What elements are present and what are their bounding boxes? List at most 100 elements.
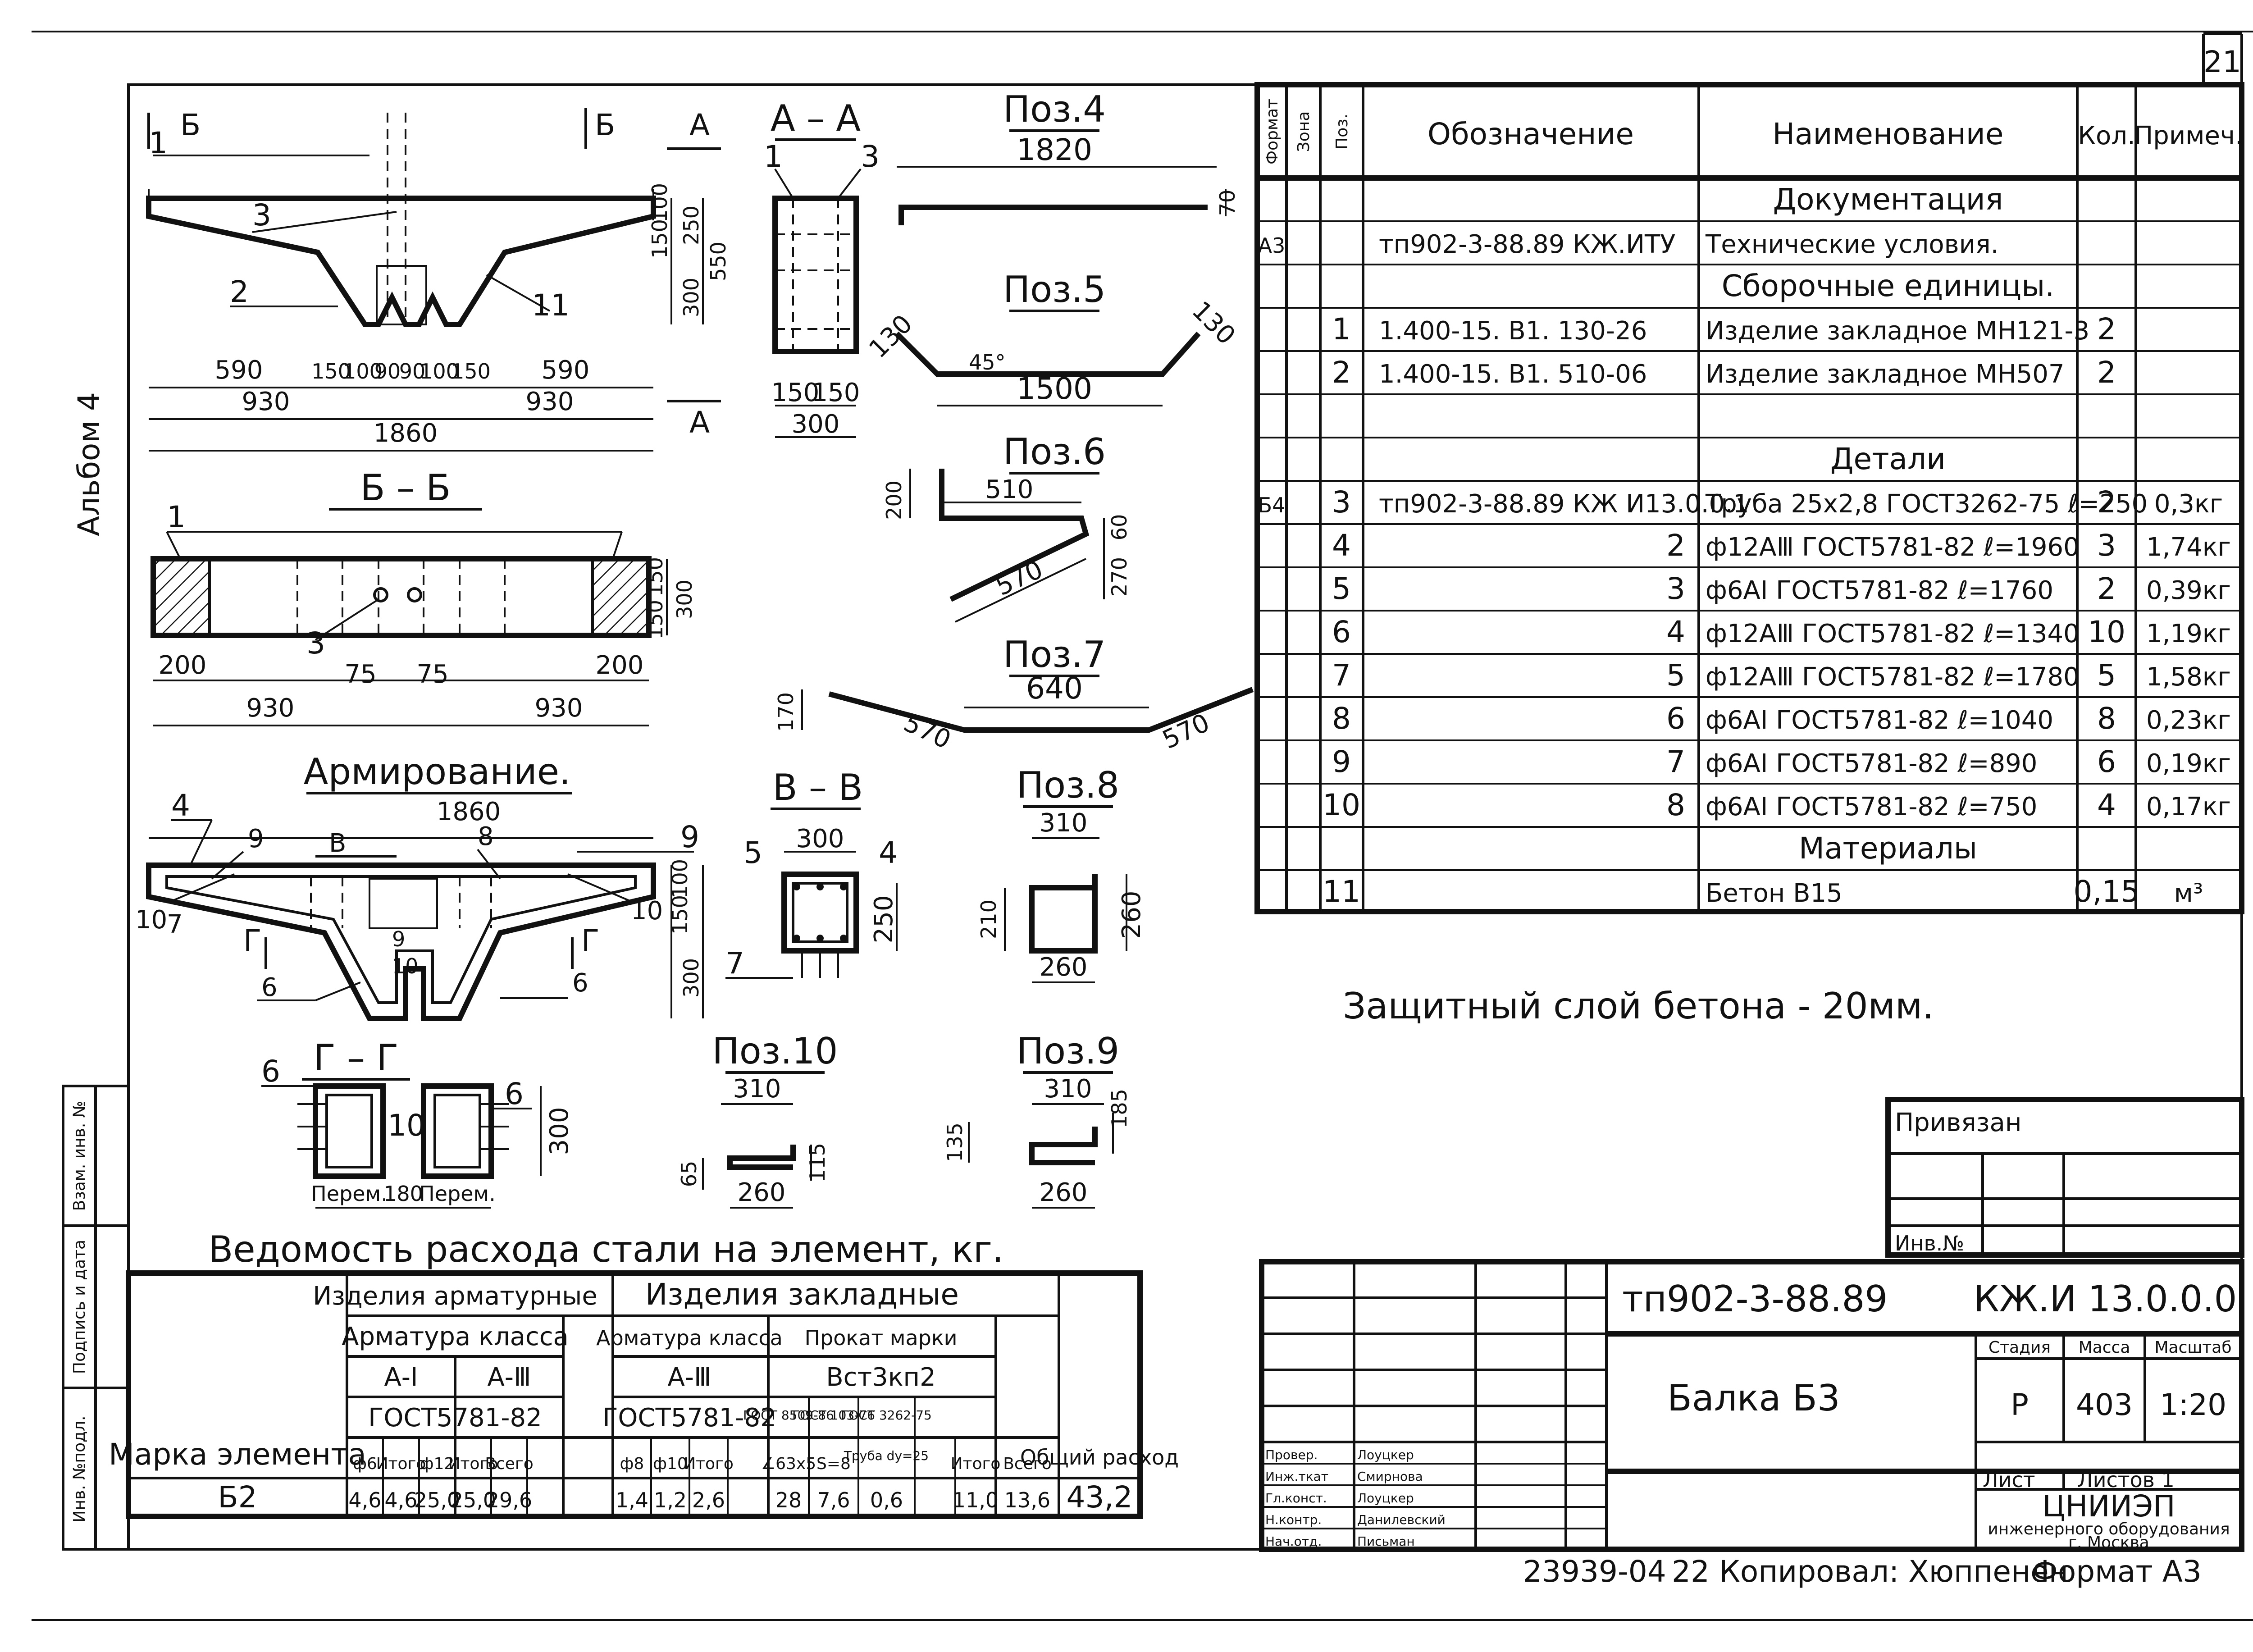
spec-row-note: 1,74кг [2146, 533, 2231, 562]
pos6-dim-60: 60 [1107, 514, 1131, 541]
section-bb-dim-150-top: 150 [643, 557, 667, 597]
steel-col-header: Итого [951, 1455, 1001, 1473]
page-number: 21 [2203, 45, 2241, 79]
spec-row-pos: 3 [1332, 485, 1351, 520]
side-label-signature-date: Подпись и дата [70, 1240, 89, 1374]
pos5-dim-1500: 1500 [1017, 371, 1092, 406]
stamp-role: Нач.отд. [1265, 1534, 1322, 1549]
reinforcement-label-8: 8 [478, 822, 494, 851]
steel-header-zak-arm: Арматура класса [596, 1326, 783, 1350]
section-aa-dim-150-right: 150 [812, 378, 860, 407]
reinforcement-view: Армирование. 1860 4 9 В 8 9 10 7 10 Г Г … [135, 751, 704, 1021]
steel-header-total: Общий расход [1020, 1445, 1179, 1469]
stamp-header-mass: Масса [2079, 1338, 2130, 1357]
spec-table: Формат Зона Поз. Обозначение Наименовани… [1254, 82, 2244, 914]
spec-row-qty: 5 [2097, 658, 2116, 693]
reinforcement-label-9-right: 9 [680, 820, 699, 854]
reinforcement-label-g-right: Г [581, 923, 599, 958]
stamp-org1: ЦНИИЭП [2042, 1489, 2175, 1524]
pos10-dim-310: 310 [733, 1074, 781, 1104]
steel-value: 4,6 [348, 1488, 381, 1512]
steel-header-mark: Марка элемента [109, 1437, 366, 1472]
steel-col-header: ф6 [353, 1455, 377, 1473]
pos8-dim-260-vert: 260 [1117, 891, 1146, 939]
section-vv-dim-250: 250 [869, 895, 898, 944]
pos7-detail: Поз.7 640 170 570 570 [774, 634, 1254, 755]
steel-header-prokat: Прокат марки [804, 1326, 957, 1350]
pos7-dim-570-right: 570 [1158, 708, 1214, 755]
section-bb-dim-150-bottom: 150 [643, 600, 667, 639]
inv-no-label: Инв.№ [1895, 1231, 1964, 1255]
steel-value: 1,2 [654, 1488, 687, 1512]
section-aa-dim-150-left: 150 [771, 378, 820, 407]
spec-row-name: Технические условия. [1705, 230, 1998, 259]
reinforcement-label-9-mid: 9 [392, 927, 405, 951]
spec-row-qty: 10 [2088, 615, 2125, 649]
spec-header-zone: Зона [1295, 111, 1313, 152]
steel-header-gost2: ГОСТ5781-82 [602, 1403, 776, 1433]
pos7-dim-640: 640 [1026, 671, 1083, 706]
steel-table-title: Ведомость расхода стали на элемент, кг. [209, 1228, 1004, 1270]
steel-value: 4,6 [384, 1488, 417, 1512]
footer-format: Формат А3 [2032, 1554, 2202, 1589]
section-bb-label-1: 1 [167, 500, 186, 534]
spec-row-designation: 2 [1666, 528, 1685, 563]
protective-layer-note: Защитный слой бетона - 20мм. [1343, 985, 1934, 1027]
section-aa-title: А – А [771, 97, 861, 139]
main-section-mark-b-left: Б [180, 108, 201, 142]
stamp-role: Провер. [1265, 1447, 1318, 1462]
spec-row-pos: 5 [1332, 571, 1351, 606]
section-gg-title: Г – Г [314, 1037, 398, 1079]
pos8-title: Поз.8 [1017, 764, 1119, 806]
steel-col-header: Итого [376, 1455, 426, 1473]
steel-header-aiii: А-Ⅲ [487, 1363, 531, 1392]
spec-row-note: 1,58кг [2146, 662, 2231, 692]
spec-row-note: 0,17кг [2146, 792, 2231, 821]
steel-value: 25,0 [414, 1488, 460, 1512]
steel-value: 1,4 [616, 1488, 648, 1512]
spec-row-note: м³ [2174, 879, 2203, 908]
section-gg-label-6-right: 6 [505, 1077, 524, 1111]
section-bb-dim-930-left: 930 [246, 694, 295, 723]
main-dim-930-right: 930 [526, 387, 574, 416]
steel-header-zak: Изделия закладные [645, 1277, 959, 1312]
main-view: Б Б А А 1 3 2 11 590 150 100 90 90 100 1… [146, 108, 730, 452]
spec-row-note: 0,39кг [2146, 576, 2231, 605]
stamp-name: Балка Б3 [1667, 1377, 1840, 1419]
pos9-dim-310: 310 [1044, 1074, 1092, 1104]
spec-header-format: Формат [1263, 99, 1282, 164]
pos10-dim-65: 65 [677, 1161, 701, 1187]
steel-col-header: ф8 [620, 1455, 644, 1473]
steel-header-g103: ГОСТ 103-76 [792, 1408, 875, 1423]
spec-row-qty: 2 [2097, 571, 2116, 606]
spec-row-designation: 8 [1666, 788, 1685, 822]
spec-row-note: 0,23кг [2146, 706, 2231, 735]
spec-row-pos: 7 [1332, 658, 1351, 693]
side-label-inv-orig: Инв. №подл. [70, 1416, 89, 1523]
steel-header-g3262: ГОСТ 3262-75 [841, 1408, 932, 1423]
section-bb-title: Б – Б [360, 467, 451, 509]
pos6-dim-270: 270 [1107, 557, 1131, 597]
section-vv-label-5: 5 [743, 835, 762, 870]
steel-header-ai: А-I [384, 1363, 418, 1392]
pos5-dim-130-left: 130 [863, 309, 918, 364]
main-dim-590-right: 590 [542, 356, 590, 385]
spec-row-pos: 10 [1323, 788, 1360, 822]
steel-col-header: Итого [448, 1455, 498, 1473]
steel-table: Ведомость расхода стали на элемент, кг. … [109, 1228, 1179, 1519]
pos9-dim-260: 260 [1040, 1178, 1088, 1207]
steel-value: 7,6 [817, 1488, 850, 1512]
section-gg: Г – Г 6 10 6 Перем. 180 Перем. 300 [261, 1037, 574, 1209]
reinforcement-label-6-left: 6 [261, 973, 278, 1002]
stamp-org3: г. Москва [2068, 1533, 2149, 1552]
steel-value: 0,6 [870, 1488, 903, 1512]
section-gg-label-10: 10 [388, 1108, 425, 1143]
pos8-dim-260: 260 [1040, 953, 1088, 982]
reinforcement-dim-300: 300 [679, 958, 703, 998]
spec-row-designation: 1.400-15. В1. 130-26 [1379, 316, 1647, 346]
pos8-dim-210: 210 [976, 899, 1001, 939]
stamp-scale: 1:20 [2160, 1387, 2226, 1422]
pos9-dim-135: 135 [943, 1123, 967, 1162]
